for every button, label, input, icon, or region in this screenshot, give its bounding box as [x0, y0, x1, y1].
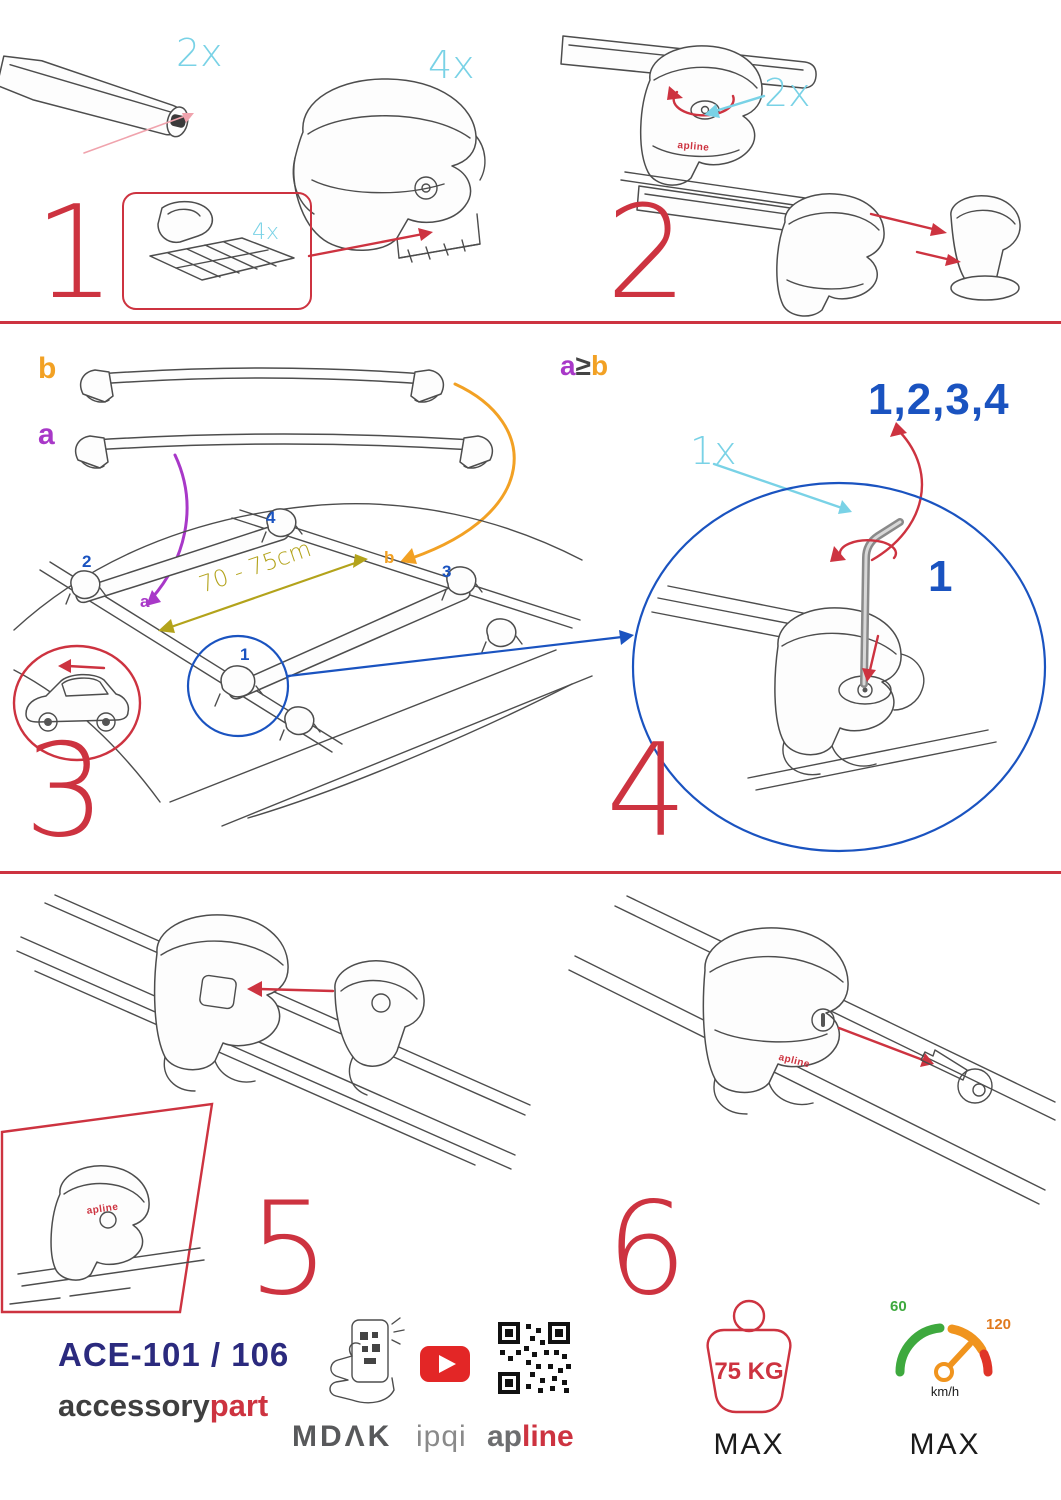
cyan-arrow: [704, 94, 766, 118]
rubber-pad-inset: [122, 192, 312, 310]
foot-slide-on-illustration: [636, 185, 1021, 317]
speed-unit-label: km/h: [930, 1384, 960, 1399]
weight-max-label: MAX: [713, 1428, 785, 1461]
installed-foot-inset: [0, 1102, 214, 1314]
brand-line: line: [522, 1420, 574, 1453]
pad-quantity: 4x: [252, 220, 280, 245]
speed-max-label: MAX: [909, 1428, 981, 1461]
pointer-line: [83, 113, 194, 154]
brand-accessory: accessory: [58, 1388, 210, 1423]
bar-relation-label: a≥b: [560, 350, 608, 382]
step-number-1: 1: [34, 179, 116, 328]
car-roof-illustration: [13, 503, 593, 827]
rubber-pad-illustration: [149, 200, 295, 281]
weight-limit-value: 75 KG: [714, 1358, 784, 1385]
model-number: ACE-101 / 106: [58, 1336, 290, 1373]
red-arrow: [307, 228, 433, 258]
foot-on-bar-illustration: [560, 35, 817, 207]
blue-zoom-arrow: [286, 630, 634, 678]
crossbar-a-illustration: [74, 433, 494, 469]
car-direction-inset: [12, 644, 142, 762]
cover-attach-illustration: [16, 894, 531, 1170]
speed-max-icon: [895, 1323, 993, 1382]
step-number-5: 5: [248, 1175, 330, 1324]
tightening-zoom-illustration: [631, 481, 1047, 853]
crossbar-b-illustration: [79, 367, 445, 403]
clamp-foot-illustration: [292, 78, 486, 263]
section-divider: [0, 321, 1061, 324]
brand-mdak: MDΛK: [292, 1420, 393, 1453]
roof-bar-a-label: a: [140, 592, 150, 611]
foot-position-2: [65, 570, 107, 605]
crossbar-illustration: [0, 55, 189, 138]
position-1-label: 1: [240, 645, 250, 664]
section-divider-2: [0, 871, 1061, 874]
step-number-4: 4: [606, 717, 688, 866]
foot-position-1: [214, 665, 264, 707]
qr-code-icon: [496, 1320, 572, 1396]
sequence-label: 1,2,3,4: [868, 375, 1010, 424]
speed-low-label: 60: [890, 1298, 907, 1315]
relation-b: b: [590, 350, 609, 381]
lock-quantity: 2x: [764, 71, 811, 115]
cyan-key-arrow: [712, 462, 852, 514]
bar-a-label: a: [38, 418, 55, 451]
youtube-play-icon: [420, 1346, 470, 1382]
bar-b-label: b: [38, 352, 57, 385]
lock-key-illustration: [568, 895, 1056, 1205]
purple-guide-arrow: [146, 453, 189, 606]
bar-quantity: 2x: [176, 31, 223, 75]
brand-ap: ap: [487, 1420, 523, 1453]
phone-scan-icon: [329, 1317, 405, 1404]
brand-accessorypart: accessorypart: [58, 1388, 268, 1424]
relation-a: a: [560, 350, 576, 381]
weight-max-icon: [706, 1299, 792, 1414]
loose-foot-2: [481, 618, 523, 653]
position-3-label: 3: [442, 562, 452, 581]
orange-guide-arrow: [400, 382, 516, 564]
step-number-6: 6: [606, 1175, 688, 1324]
step-number-3: 3: [24, 717, 106, 866]
foot-position-4: [261, 508, 303, 543]
brand-part: part: [209, 1388, 269, 1423]
position-4-label: 4: [266, 508, 276, 527]
position-2-label: 2: [82, 552, 92, 571]
foot-position-3: [441, 566, 483, 601]
brand-apline: apline: [487, 1420, 574, 1454]
loose-foot: [279, 706, 321, 741]
roof-bar-b-label: b: [384, 548, 395, 567]
brand-ipqi: ipqi: [416, 1420, 467, 1453]
step-number-2: 2: [606, 179, 688, 328]
speed-high-label: 120: [986, 1316, 1012, 1333]
relation-op: ≥: [575, 350, 591, 381]
foot-quantity: 4x: [428, 43, 475, 87]
tighten-order-label: 1: [928, 552, 953, 601]
